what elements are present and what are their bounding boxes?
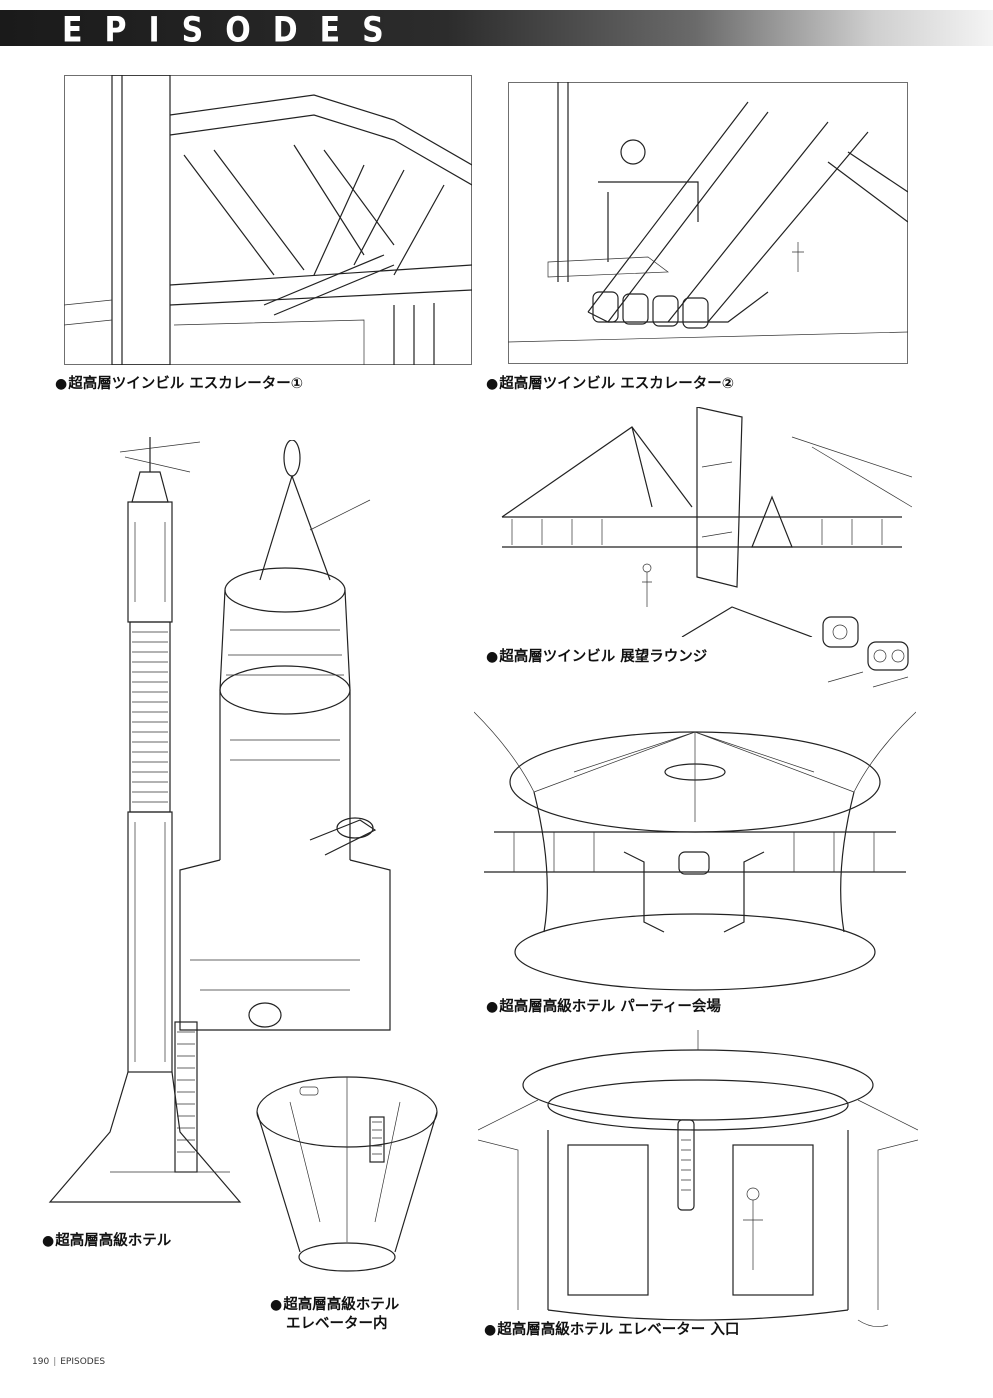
header-bar — [0, 10, 993, 46]
sketch-lounge — [492, 407, 912, 637]
sketch-hotel-top-detail — [160, 440, 400, 1045]
caption-escalator-1-text: 超高層ツインビル エスカレーター① — [68, 376, 304, 392]
caption-elevator-inside-line1: 超高層高級ホテル — [283, 1297, 400, 1313]
caption-bullet: ● — [270, 1297, 283, 1313]
caption-bullet: ● — [42, 1233, 55, 1249]
caption-elevator-entrance: ●超高層高級ホテル エレベーター 入口 — [484, 1320, 739, 1340]
page-number: 190 — [32, 1357, 50, 1367]
sketch-escalator-2 — [508, 82, 908, 364]
footer-section: EPISODES — [60, 1357, 106, 1367]
caption-bullet: ● — [486, 999, 499, 1015]
caption-bullet: ● — [486, 649, 499, 665]
page-footer: 190|EPISODES — [32, 1357, 105, 1367]
caption-escalator-2-text: 超高層ツインビル エスカレーター② — [499, 376, 735, 392]
sketch-cameras — [818, 612, 918, 692]
sketch-escalator-1 — [64, 75, 472, 365]
caption-lounge: ●超高層ツインビル 展望ラウンジ — [486, 647, 707, 667]
caption-party-hall: ●超高層高級ホテル パーティー会場 — [486, 997, 721, 1017]
sketch-party-hall — [474, 692, 916, 992]
caption-escalator-2: ●超高層ツインビル エスカレーター② — [486, 374, 734, 394]
sketch-hotel-tower — [40, 432, 250, 1207]
caption-lounge-text: 超高層ツインビル 展望ラウンジ — [499, 649, 708, 665]
caption-elevator-inside-line2: エレベーター内 — [286, 1316, 388, 1332]
sketch-elevator-interior — [250, 1072, 445, 1272]
caption-bullet: ● — [486, 376, 499, 392]
caption-escalator-1: ●超高層ツインビル エスカレーター① — [55, 374, 303, 394]
caption-bullet: ● — [55, 376, 68, 392]
caption-bullet: ● — [484, 1322, 497, 1338]
caption-elevator-inside: ●超高層高級ホテル エレベーター内 — [270, 1296, 399, 1334]
page-header-title: EPISODES — [62, 10, 406, 51]
sketch-elevator-entrance — [478, 1030, 918, 1340]
footer-separator: | — [53, 1357, 57, 1367]
caption-elevator-entrance-text: 超高層高級ホテル エレベーター 入口 — [497, 1322, 740, 1338]
caption-hotel: ●超高層高級ホテル — [42, 1231, 171, 1251]
caption-hotel-text: 超高層高級ホテル — [55, 1233, 172, 1249]
caption-party-hall-text: 超高層高級ホテル パーティー会場 — [499, 999, 721, 1015]
